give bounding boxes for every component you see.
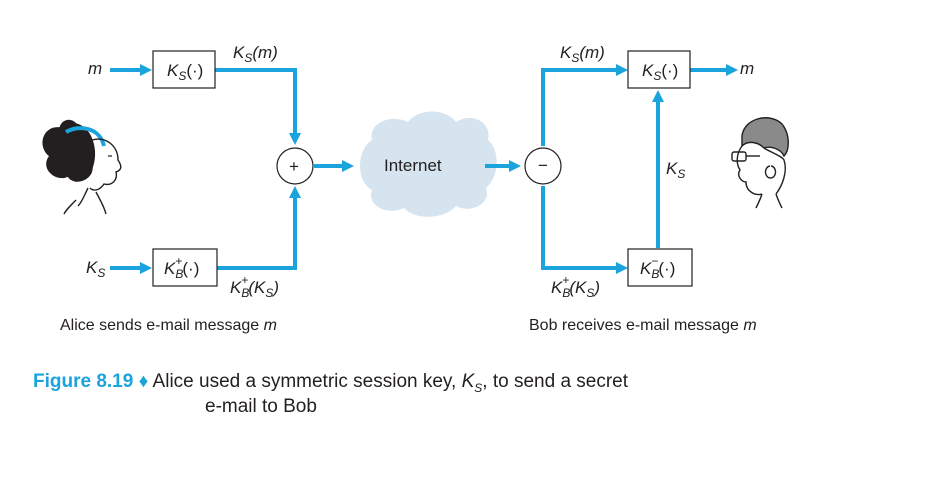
- caption-line1-b: , to send a secret: [482, 371, 629, 392]
- alice-caption: Alice sends e-mail message m: [60, 317, 277, 334]
- bob-bottom-wire: [541, 186, 617, 270]
- alice-bottom-wire: [217, 196, 297, 270]
- plus-top-arrowhead: [289, 133, 301, 145]
- bob-private-key-box: [627, 248, 693, 287]
- internet-cloud: [360, 111, 497, 217]
- caption-k: K: [461, 371, 475, 392]
- plus-symbol: +: [289, 157, 299, 176]
- alice-bottom-output-label: KB+(KS): [230, 273, 279, 300]
- internet-arrowhead: [342, 160, 354, 172]
- bob-box-top-label: KS(·): [642, 61, 678, 83]
- minus-arrowhead: [509, 160, 521, 172]
- bob-decrypt-box: [627, 50, 691, 89]
- alice-ks-label: KS: [86, 258, 105, 280]
- minus-circle: [524, 147, 562, 185]
- figure-caption: Figure 8.19 ♦ Alice used a symmetric ses…: [33, 370, 913, 400]
- caption-line1-a: Alice used a symmetric session key,: [152, 371, 462, 392]
- bob-bottom-arrowhead: [616, 262, 628, 274]
- alice-m-arrowhead: [140, 64, 152, 76]
- alice-top-output-label: KS(m): [233, 43, 278, 65]
- alice-m-label: m: [88, 59, 102, 78]
- internet-label: Internet: [384, 156, 442, 175]
- bob-top-wire: [541, 68, 617, 146]
- figure-number: Figure 8.19: [33, 371, 134, 392]
- alice-box-bottom-label: KB+(·): [164, 254, 199, 281]
- bob-ks-label: KS: [666, 159, 685, 181]
- bob-illustration: [731, 117, 789, 209]
- bob-caption: Bob receives e-mail message m: [529, 317, 757, 334]
- alice-illustration: [42, 119, 122, 215]
- diamond-icon: ♦: [138, 371, 149, 392]
- caption-k-sub: S: [474, 380, 483, 395]
- alice-box-top-label: KS(·): [167, 61, 203, 83]
- alice-encrypt-box: [152, 50, 216, 89]
- bob-box-bottom-label: KB−(·): [640, 254, 675, 281]
- bob-ks-arrowhead: [652, 90, 664, 102]
- bob-top-input-label: KS(m): [560, 43, 605, 65]
- bob-m-arrowhead: [726, 64, 738, 76]
- minus-symbol: −: [538, 156, 548, 175]
- caption-line2: e-mail to Bob: [205, 396, 317, 417]
- alice-top-wire: [215, 68, 297, 134]
- plus-bottom-arrowhead: [289, 186, 301, 198]
- bob-bottom-input-label: KB+(KS): [551, 273, 600, 300]
- bob-top-arrowhead: [616, 64, 628, 76]
- plus-circle: [276, 147, 314, 185]
- alice-public-key-box: [152, 248, 218, 287]
- alice-ks-arrowhead: [140, 262, 152, 274]
- bob-m-label: m: [740, 59, 754, 78]
